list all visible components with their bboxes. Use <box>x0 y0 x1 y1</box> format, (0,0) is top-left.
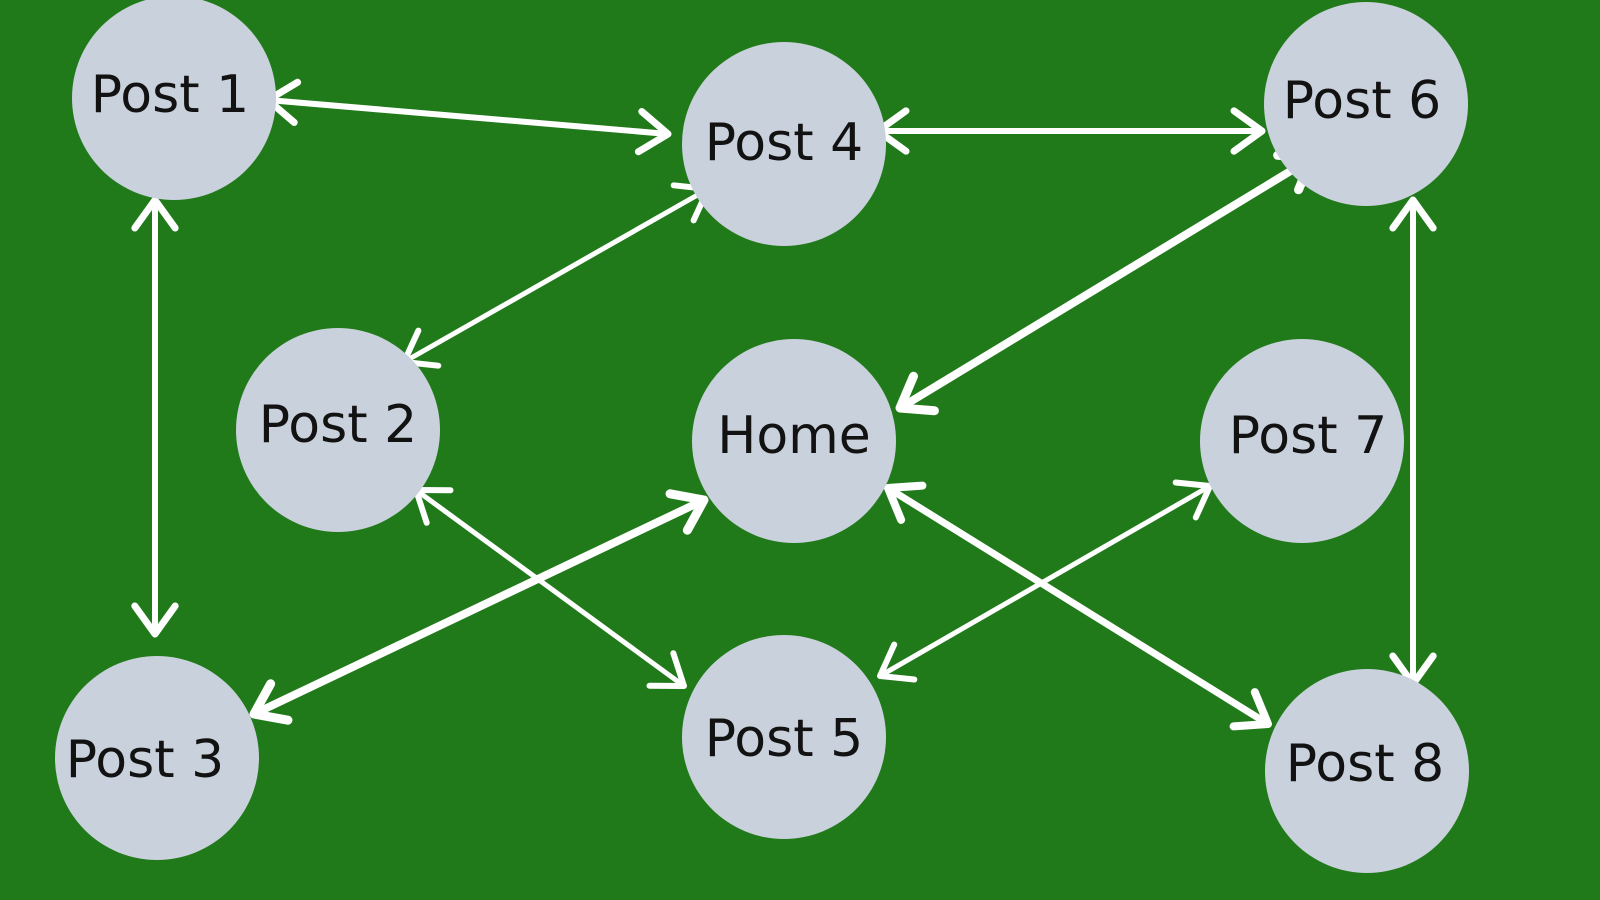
edge-line-post6-home <box>896 154 1316 412</box>
node-post3[interactable]: Post 3 <box>55 656 259 860</box>
edge-post2-post5 <box>413 487 687 689</box>
node-post5[interactable]: Post 5 <box>682 635 886 839</box>
node-label-home: Home <box>717 406 871 466</box>
edges-layer <box>131 78 1437 731</box>
node-circle-post4 <box>682 42 886 246</box>
node-circle-post8 <box>1265 669 1469 873</box>
edge-post1-post4 <box>264 78 672 156</box>
edge-post4-post2 <box>401 182 711 369</box>
node-post4[interactable]: Post 4 <box>682 42 886 246</box>
node-post1[interactable]: Post 1 <box>72 0 276 200</box>
node-post6[interactable]: Post 6 <box>1264 2 1468 206</box>
arrowhead-home-end <box>895 371 939 416</box>
node-label-post5: Post 5 <box>705 709 863 769</box>
node-home[interactable]: Home <box>692 339 896 543</box>
arrowhead-home-end <box>884 481 927 524</box>
arrowhead-post5-end <box>646 650 687 689</box>
node-circle-post5 <box>682 635 886 839</box>
edge-post7-post5 <box>877 479 1213 683</box>
edge-line-post7-post5 <box>877 483 1213 679</box>
node-circle-post3 <box>55 656 259 860</box>
edge-post4-post6 <box>874 107 1266 155</box>
node-label-post1: Post 1 <box>91 65 249 125</box>
node-circle-post7 <box>1200 339 1404 543</box>
arrowhead-post6-end <box>1230 107 1266 155</box>
edge-line-post2-post5 <box>413 487 687 689</box>
node-post2[interactable]: Post 2 <box>236 328 440 532</box>
node-post7[interactable]: Post 7 <box>1200 339 1404 543</box>
node-label-post8: Post 8 <box>1286 734 1444 794</box>
edge-line-post4-post2 <box>401 186 711 365</box>
arrowhead-post7-end <box>1172 479 1213 521</box>
arrowhead-post1-end <box>131 196 179 232</box>
node-circle-post1 <box>72 0 276 200</box>
edge-line-home-post3 <box>250 496 708 718</box>
arrowhead-post3-end <box>131 602 179 638</box>
node-circle-post6 <box>1264 2 1468 206</box>
arrowhead-post5-end <box>877 641 918 683</box>
node-circle-post2 <box>236 328 440 532</box>
node-label-post2: Post 2 <box>259 395 417 455</box>
node-label-post4: Post 4 <box>705 113 863 173</box>
edge-line-home-post8 <box>884 484 1272 728</box>
arrowhead-post3-end <box>249 679 293 725</box>
edge-line-post1-post4 <box>265 97 671 137</box>
edge-post1-post3 <box>131 196 179 638</box>
edge-home-post8 <box>884 481 1272 731</box>
node-circle-home <box>692 339 896 543</box>
arrowhead-post6-end <box>1389 196 1437 232</box>
edge-home-post3 <box>249 489 709 725</box>
arrowhead-post4-end <box>634 108 672 156</box>
node-label-post7: Post 7 <box>1229 406 1387 466</box>
arrowhead-post8-end <box>1229 688 1272 731</box>
node-post8[interactable]: Post 8 <box>1265 669 1469 873</box>
node-label-post6: Post 6 <box>1283 71 1441 131</box>
node-label-post3: Post 3 <box>66 730 224 790</box>
arrowhead-home-end <box>665 489 709 535</box>
